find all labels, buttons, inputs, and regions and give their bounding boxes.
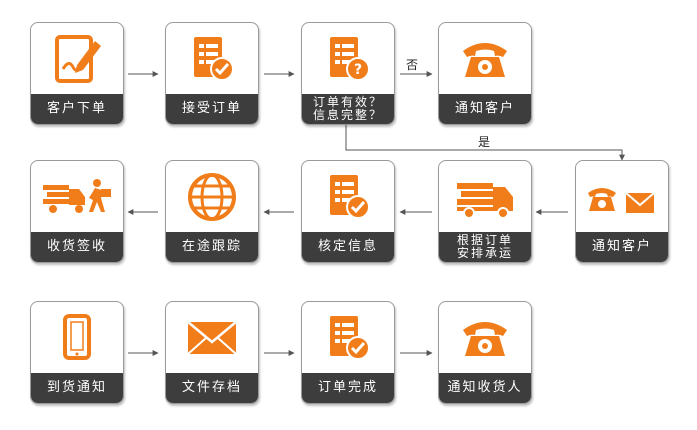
globe-icon <box>188 173 236 221</box>
checklist-question-icon: ? <box>330 37 370 81</box>
node-in-transit: 在途跟踪 <box>165 160 259 263</box>
node-order-valid: ? 订单有效？ 信息完整？ <box>301 22 395 125</box>
checklist-check-icon <box>330 175 370 219</box>
node-customer-order: 客户下单 <box>30 22 124 125</box>
node-accept-order: 接受订单 <box>165 22 259 125</box>
node-order-complete: 订单完成 <box>301 301 395 404</box>
delivery-man-icon <box>43 179 111 213</box>
node-label: 到货通知 <box>31 373 123 403</box>
document-pen-icon <box>55 35 101 83</box>
node-label: 根据订单 安排承运 <box>439 232 531 262</box>
node-arrival-notice: 到货通知 <box>30 301 124 404</box>
node-verify-info: 核定信息 <box>301 160 395 263</box>
node-receipt-sign: 收货签收 <box>30 160 124 263</box>
edge-label-yes: 是 <box>478 135 491 149</box>
node-notify-customer-1: 通知客户 <box>438 22 532 125</box>
node-label: 文件存档 <box>166 373 258 403</box>
node-label: 通知收货人 <box>439 373 531 403</box>
node-label: 收货签收 <box>31 232 123 262</box>
node-arrange-carrier: 根据订单 安排承运 <box>438 160 532 263</box>
telephone-icon <box>463 322 507 356</box>
checklist-check-icon <box>330 316 370 360</box>
phone-mail-icon <box>588 188 655 213</box>
checklist-check-icon <box>194 37 234 81</box>
tablet-icon <box>63 314 91 360</box>
node-label: 接受订单 <box>166 94 258 124</box>
node-notify-consignee: 通知收货人 <box>438 301 532 404</box>
edge-label-no: 否 <box>406 58 419 72</box>
svg-text:?: ? <box>354 62 362 78</box>
truck-icon <box>457 183 513 219</box>
node-label: 客户下单 <box>31 94 123 124</box>
node-label: 在途跟踪 <box>166 232 258 262</box>
node-label: 通知客户 <box>439 94 531 124</box>
envelope-icon <box>187 321 237 355</box>
node-file-archive: 文件存档 <box>165 301 259 404</box>
node-label: 订单完成 <box>302 373 394 403</box>
node-label: 订单有效？ 信息完整？ <box>302 94 394 124</box>
telephone-icon <box>463 43 507 77</box>
node-label: 核定信息 <box>302 232 394 262</box>
node-label: 通知客户 <box>576 232 668 262</box>
node-notify-customer-2: 通知客户 <box>575 160 669 263</box>
